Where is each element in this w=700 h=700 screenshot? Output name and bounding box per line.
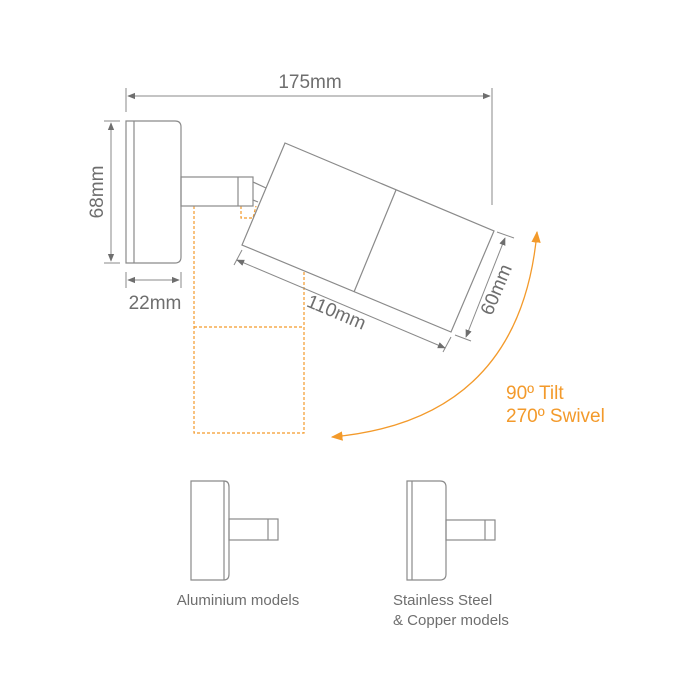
- head-length-label: 110mm: [304, 291, 369, 334]
- tilted-position-outline: [193, 205, 305, 434]
- tilt-label: 90º Tilt: [506, 383, 564, 404]
- head-diameter-dimension: 60mm: [454, 231, 517, 342]
- overall-width-dimension: 175mm: [125, 72, 493, 205]
- aluminium-models-caption: Aluminium models: [177, 592, 300, 609]
- stainless-steel-model-drawing: [406, 480, 496, 581]
- lamp-head: [241, 142, 495, 333]
- aluminium-model-drawing: [190, 480, 279, 581]
- stainless-steel-caption-line2: & Copper models: [393, 612, 509, 629]
- plate-depth-dimension: 22mm: [125, 272, 182, 314]
- head-length-dimension: 110mm: [233, 249, 452, 353]
- arm: [180, 176, 267, 207]
- swivel-label: 270º Swivel: [506, 406, 605, 427]
- rotation-arc-arrow: [330, 230, 541, 441]
- wall-plate: [125, 120, 182, 264]
- head-diameter-label: 60mm: [477, 261, 517, 318]
- plate-height-dimension: 68mm: [87, 120, 120, 264]
- plate-depth-label: 22mm: [129, 293, 182, 314]
- overall-width-label: 175mm: [278, 72, 341, 93]
- plate-height-label: 68mm: [87, 166, 108, 219]
- stainless-steel-caption-line1: Stainless Steel: [393, 592, 492, 609]
